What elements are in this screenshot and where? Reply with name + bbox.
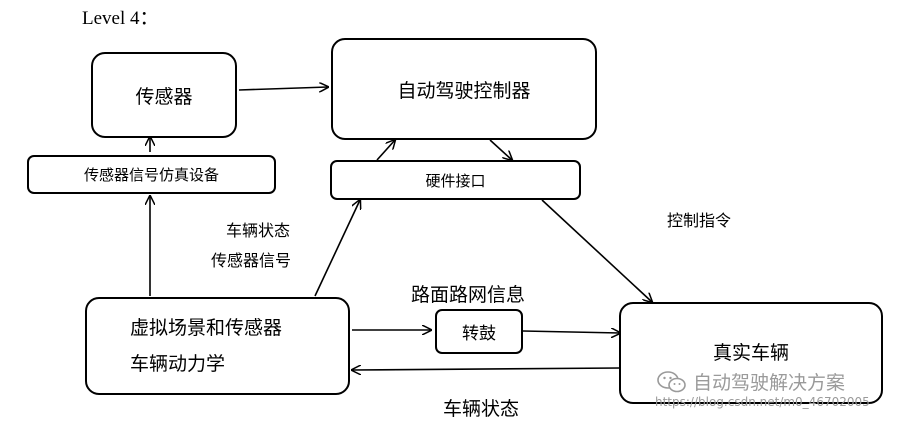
sensor-sim-label: 传感器信号仿真设备 (83, 166, 219, 184)
watermark-brand: 自动驾驶解决方案 (657, 368, 845, 395)
edge-label-vehicle-state-bottom: 车辆状态 (443, 398, 520, 420)
arrow-hw-to-vehicle (541, 199, 652, 302)
watermark-brand-text: 自动驾驶解决方案 (693, 372, 846, 394)
sensor-label: 传感器 (135, 85, 193, 108)
edge-label-road-network: 路面路网信息 (411, 284, 526, 306)
hw-interface-label: 硬件接口 (425, 171, 486, 190)
real-vehicle-label: 真实车辆 (712, 341, 789, 364)
page-title: Level 4： (82, 8, 159, 29)
wechat-icon (657, 370, 687, 393)
controller-label: 自动驾驶控制器 (397, 79, 531, 102)
hw-interface-node: 硬件接口 (330, 160, 581, 200)
edge-label-control-command: 控制指令 (667, 211, 732, 230)
arrow-scene-to-hw (314, 200, 360, 297)
arrow-sensor-to-controller (238, 87, 328, 90)
arrow-hw-to-controller (376, 140, 395, 161)
sensor-node: 传感器 (91, 52, 237, 138)
arrow-vehicle-to-scene (352, 368, 621, 370)
arrow-drum-to-vehicle (522, 331, 620, 333)
drum-label: 转鼓 (462, 324, 496, 344)
arrow-controller-to-hw (489, 139, 512, 160)
virtual-scene-label-1: 虚拟场景和传感器 (130, 317, 283, 339)
virtual-scene-node: 虚拟场景和传感器 车辆动力学 (85, 297, 350, 395)
sensor-sim-node: 传感器信号仿真设备 (27, 155, 276, 194)
edge-label-vehicle-state-1: 车辆状态 (226, 221, 291, 240)
controller-node: 自动驾驶控制器 (331, 38, 597, 140)
drum-node: 转鼓 (435, 309, 523, 354)
virtual-scene-label-2: 车辆动力学 (130, 353, 226, 375)
edge-label-sensor-signal: 传感器信号 (211, 251, 292, 270)
watermark-url: https://blog.csdn.net/m0_46702005 (655, 395, 870, 409)
